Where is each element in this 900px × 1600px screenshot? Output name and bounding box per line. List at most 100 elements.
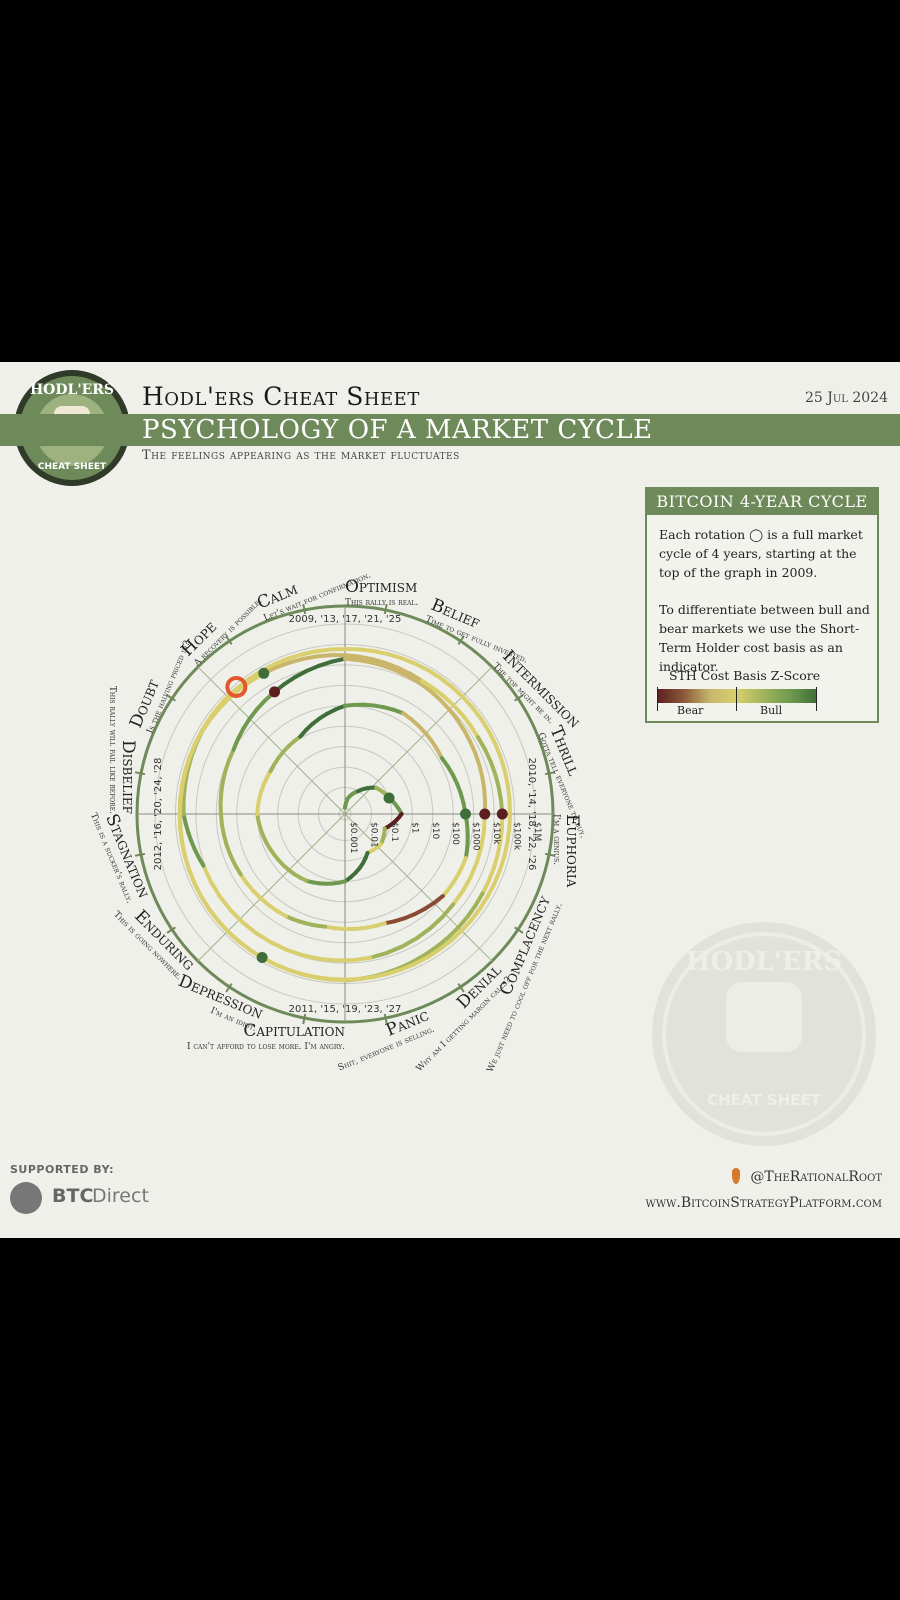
watermark-fist-icon xyxy=(726,982,802,1052)
author-handle[interactable]: @TheRationalRoot xyxy=(750,1169,882,1185)
supported-by-label: SUPPORTED BY: xyxy=(10,1163,114,1176)
bitcoin-icon xyxy=(10,1182,42,1214)
banner-title: PSYCHOLOGY OF A MARKET CYCLE xyxy=(142,415,653,445)
cycle-marker-point xyxy=(258,667,270,679)
price-segment xyxy=(423,944,440,957)
price-segment xyxy=(478,716,491,734)
price-segment xyxy=(435,935,451,949)
cycle-marker-point xyxy=(256,952,268,964)
legend-bull-label: Bull xyxy=(760,704,783,717)
price-segment xyxy=(482,787,488,804)
price-segment xyxy=(382,664,400,673)
price-segment xyxy=(180,769,188,788)
price-segment xyxy=(477,763,485,780)
price-segment xyxy=(329,656,347,664)
price-segment xyxy=(208,879,222,899)
price-segment xyxy=(343,653,361,659)
price-segment xyxy=(228,908,245,925)
price-segment xyxy=(475,735,487,751)
price-segment xyxy=(412,955,430,966)
price-segment xyxy=(371,649,390,657)
price-segment xyxy=(441,694,456,708)
phase-ticks xyxy=(134,603,556,1025)
price-segment xyxy=(479,828,487,849)
price-segment xyxy=(177,812,183,831)
price-segment xyxy=(485,881,497,899)
radial-tick-label: $0.1 xyxy=(389,822,399,842)
phase-divider-tick xyxy=(166,694,176,702)
price-segment xyxy=(505,826,512,845)
cycle-marker-point xyxy=(383,792,395,804)
price-segment xyxy=(178,783,185,802)
price-segment xyxy=(356,654,375,662)
price-segment xyxy=(343,656,361,663)
price-segment xyxy=(428,915,445,931)
price-segment xyxy=(199,894,212,912)
phase-divider-tick xyxy=(457,983,465,993)
price-segment xyxy=(468,739,478,756)
price-segment xyxy=(369,660,387,669)
price-segment xyxy=(493,741,503,760)
price-segment xyxy=(497,854,507,873)
price-segment xyxy=(328,646,347,652)
price-segment xyxy=(383,660,401,670)
phase-divider-tick xyxy=(514,926,524,934)
phase-divider-tick xyxy=(225,983,233,993)
price-segment xyxy=(469,906,483,923)
price-segment xyxy=(414,926,433,941)
price-segment xyxy=(419,678,436,691)
price-series xyxy=(177,646,513,983)
cycle-marker-point xyxy=(269,686,281,698)
price-segment xyxy=(399,656,418,666)
price-segment xyxy=(201,863,213,884)
price-segment xyxy=(187,742,197,760)
date-label: 25 Jul 2024 xyxy=(804,390,888,406)
phase-divider-tick xyxy=(302,603,307,615)
phase-divider-tick xyxy=(383,1013,388,1025)
price-segment xyxy=(187,868,197,887)
sponsor-name-bold[interactable]: BTC xyxy=(52,1185,94,1207)
info-box: BITCOIN 4-YEAR CYCLE Each rotation ◯ is … xyxy=(645,487,879,723)
cycle-marker-point xyxy=(460,808,472,820)
price-segment xyxy=(274,660,292,670)
price-segment xyxy=(507,812,513,831)
price-segment xyxy=(385,967,404,976)
price-segment xyxy=(418,681,433,694)
price-segment xyxy=(438,698,452,712)
price-segment xyxy=(192,729,204,747)
price-segment xyxy=(368,951,389,960)
price-segment xyxy=(451,703,465,718)
price-segment xyxy=(408,671,424,683)
price-segment xyxy=(287,656,306,665)
phase-divider-tick xyxy=(457,635,465,645)
price-segment xyxy=(502,769,510,788)
price-segment xyxy=(351,955,373,963)
price-segment xyxy=(300,953,322,961)
website-link[interactable]: www.BitcoinStrategyPlatform.com xyxy=(645,1195,882,1211)
title-banner xyxy=(0,414,900,446)
price-segment xyxy=(460,875,473,894)
phase-divider-tick xyxy=(383,603,388,615)
price-segment xyxy=(356,658,374,665)
legend-tick xyxy=(736,687,737,711)
legend-bear-label: Bear xyxy=(677,704,704,717)
price-segment xyxy=(300,649,319,657)
phase-name: Capitulation xyxy=(243,1021,345,1041)
price-segment xyxy=(229,684,241,696)
sponsor-name-light[interactable]: Direct xyxy=(92,1185,149,1207)
price-segment xyxy=(486,866,496,884)
current-position-marker xyxy=(225,675,248,698)
price-segment xyxy=(425,947,442,960)
legend-tick xyxy=(657,687,658,711)
price-segment xyxy=(505,783,512,802)
price-segment xyxy=(315,653,334,659)
price-segment xyxy=(460,713,473,728)
price-segment xyxy=(179,840,188,859)
price-segment xyxy=(431,686,446,699)
cycle-marker-point xyxy=(496,808,508,820)
price-segment xyxy=(498,755,507,774)
